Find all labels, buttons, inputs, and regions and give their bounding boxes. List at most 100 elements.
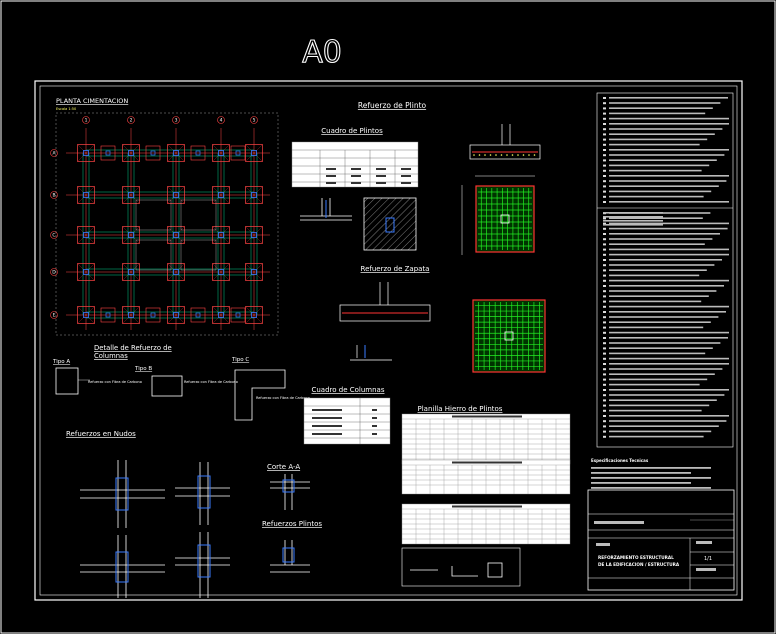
- footing-diag: [77, 306, 95, 324]
- footing: [145, 307, 161, 323]
- footing: [245, 226, 263, 244]
- spec-text: [609, 175, 729, 177]
- column-outline: [504, 331, 514, 341]
- spec-bullet: [603, 316, 606, 319]
- footing: [190, 145, 206, 161]
- spec-text: [609, 248, 729, 251]
- footing: [167, 226, 185, 244]
- column: [150, 312, 156, 318]
- project-name-line-2: DE LA EDIFICACION / ESTRUCTURA: [598, 562, 680, 567]
- refuerzo-zapata-title: Refuerzo de Zapata: [361, 265, 430, 273]
- spec-bullet: [603, 368, 606, 371]
- axis-bubble: [50, 149, 58, 157]
- spec-bullet: [603, 347, 606, 350]
- spec-text: [609, 164, 710, 167]
- column: [128, 192, 134, 198]
- slab-panel: [135, 239, 172, 271]
- plan-limit: [55, 112, 279, 336]
- spec-bullet: [603, 420, 606, 423]
- spec-text: [609, 222, 729, 225]
- cell-text: [372, 417, 377, 419]
- spec-text: [609, 154, 725, 156]
- zapata-mesh-plan: [472, 299, 546, 373]
- footing-diag: [245, 226, 263, 244]
- column: [218, 312, 224, 318]
- footing: [245, 144, 263, 162]
- footing: [77, 226, 95, 244]
- plinto-section-top: [469, 124, 541, 160]
- spec-text: [609, 217, 703, 219]
- cell-text: [326, 168, 336, 170]
- column: [251, 192, 257, 198]
- footing-diag: [245, 263, 263, 281]
- footing: [77, 263, 95, 281]
- footing: [245, 263, 263, 281]
- cell-text: [401, 182, 411, 184]
- planilla-tables: [401, 413, 571, 545]
- spec-bullet: [603, 159, 606, 162]
- cell-text: [376, 168, 386, 170]
- spec-text: [609, 123, 729, 125]
- footing-diag: [167, 263, 185, 281]
- footing: [167, 144, 185, 162]
- footing: [122, 144, 140, 162]
- nudo-details: [80, 460, 230, 598]
- rebar-dot: [522, 154, 525, 156]
- spec-bullet: [603, 102, 606, 105]
- footing-diag: [212, 306, 230, 324]
- footing: [145, 145, 161, 161]
- footing-diag: [167, 186, 185, 204]
- axis-col-label: 4: [220, 118, 223, 124]
- spec-text: [603, 212, 663, 214]
- footing-diag: [212, 263, 230, 281]
- planilla-title: Planilla Hierro de Plintos: [418, 405, 503, 413]
- footing: [100, 145, 116, 161]
- axis-row-label: A: [52, 151, 56, 157]
- axis-bubble: [172, 116, 180, 124]
- cell-text: [326, 182, 336, 184]
- spec-text: [603, 224, 663, 226]
- spec-text: [609, 404, 710, 407]
- rebar-dot: [500, 154, 503, 156]
- spec-bullet: [603, 185, 606, 188]
- footing-diag: [77, 263, 95, 281]
- rebar-dot: [528, 154, 530, 156]
- cuadro-columnas-table: [303, 397, 391, 445]
- rebar-dot: [533, 154, 536, 156]
- spec-bullet: [603, 112, 606, 115]
- column: [218, 192, 224, 198]
- spec-text: [609, 274, 700, 277]
- spec-bullet: [603, 259, 606, 261]
- spec-text: [609, 285, 724, 287]
- spec-text: [609, 409, 702, 412]
- spec-text: [609, 311, 726, 313]
- spec-bullet: [603, 342, 606, 345]
- column: [235, 150, 241, 156]
- plan-title: PLANTA CIMENTACION: [56, 97, 128, 105]
- footing: [230, 145, 246, 161]
- cuadro-plintos-title: Cuadro de Plintos: [321, 127, 383, 135]
- slab-panel: [180, 239, 217, 271]
- column: [105, 150, 111, 156]
- refuerzo-plinto-title: Refuerzo de Plinto: [358, 101, 427, 110]
- spec-text: [609, 243, 705, 245]
- cell-text: [401, 175, 411, 177]
- spec-bullet: [603, 295, 606, 298]
- footing: [245, 306, 263, 324]
- spec-text: [609, 138, 708, 141]
- cell-text: [372, 425, 377, 427]
- spec-text: [609, 378, 708, 381]
- axis-bubble: [250, 116, 258, 124]
- spec-text: [609, 394, 725, 396]
- spec-text: [609, 337, 728, 339]
- column: [195, 312, 201, 318]
- footing: [122, 226, 140, 244]
- slab-panel: [135, 199, 172, 231]
- spec-text: [609, 373, 715, 375]
- spec-text: [609, 399, 717, 401]
- spec-text: [609, 368, 723, 370]
- spec-text: [591, 472, 691, 474]
- spec-text: [609, 169, 702, 172]
- spec-bullet: [603, 238, 606, 241]
- column: [251, 150, 257, 156]
